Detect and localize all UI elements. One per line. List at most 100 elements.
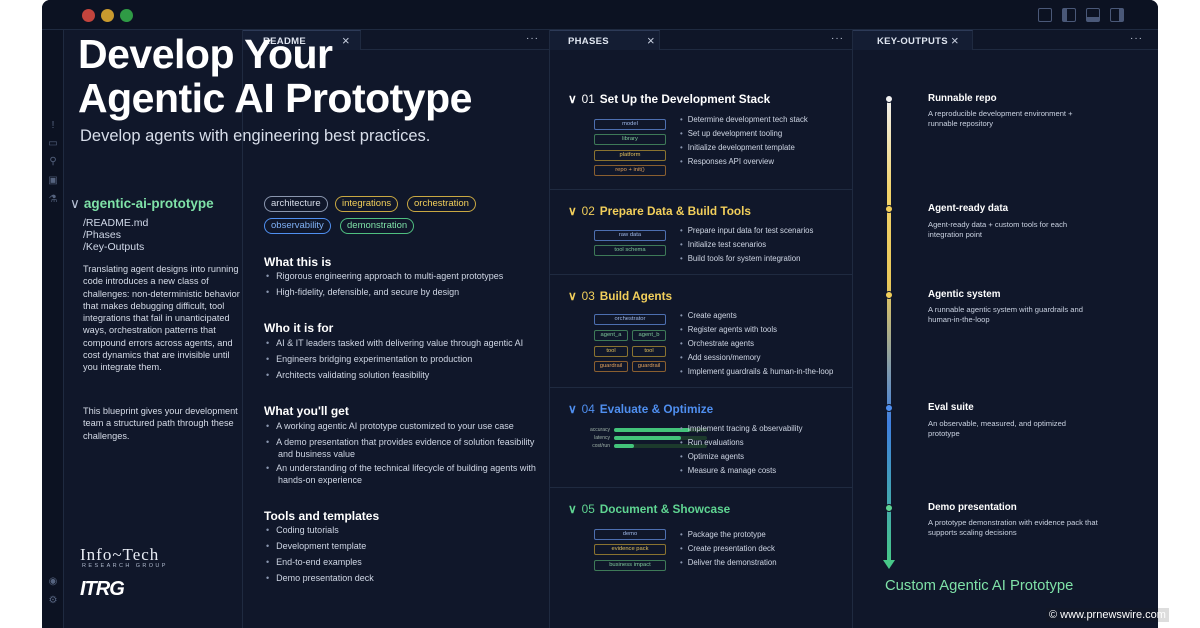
- more-icon[interactable]: ···: [1130, 33, 1143, 44]
- tree-item-outputs[interactable]: /Key-Outputs: [83, 241, 145, 253]
- maximize-window-button[interactable]: [120, 9, 133, 22]
- chevron-down-icon: ∨: [568, 204, 577, 218]
- minimize-window-button[interactable]: [101, 9, 114, 22]
- tab-phases[interactable]: PHASES ×: [550, 30, 660, 50]
- tree-root-folder[interactable]: ∨agentic-ai-prototype: [70, 196, 214, 212]
- tree-item-readme[interactable]: /README.md: [83, 217, 149, 229]
- output-desc: Agent-ready data + custom tools for each…: [928, 220, 1068, 239]
- output-title: Runnable repo: [928, 93, 997, 104]
- diagram-box: demo: [594, 529, 666, 540]
- task-text: Run evaluations: [687, 438, 744, 447]
- phase-num: 04: [581, 402, 595, 416]
- close-icon[interactable]: ×: [647, 33, 655, 48]
- outputs-panel-header: KEY-OUTPUTS × ···: [853, 30, 1158, 50]
- diagram-box: orchestrator: [594, 314, 666, 325]
- task-text: Determine development tech stack: [687, 115, 808, 124]
- phase-num: 02: [581, 204, 595, 218]
- page-title-line2: Agentic AI Prototype: [78, 75, 472, 121]
- user-icon[interactable]: ◉: [48, 576, 58, 587]
- phase-task: •Prepare input data for test scenarios: [680, 226, 814, 235]
- close-window-button[interactable]: [82, 9, 95, 22]
- phase-task: •Initialize development template: [680, 143, 795, 152]
- phase-task: •Deliver the demonstration: [680, 558, 777, 567]
- phase-task: •Implement guardrails & human-in-the-loo…: [680, 367, 834, 376]
- flask-icon[interactable]: ⚗: [48, 194, 58, 205]
- diagram-box: guardrail: [594, 361, 628, 372]
- close-icon[interactable]: ×: [951, 33, 959, 48]
- divider-left: [242, 30, 243, 628]
- gear-icon[interactable]: ⚙: [48, 595, 58, 606]
- timeline-dot: [885, 95, 893, 103]
- diagram-box: raw data: [594, 230, 666, 241]
- search-icon[interactable]: ⚲: [49, 156, 57, 167]
- diagram-box: agent_b: [632, 330, 666, 341]
- info-icon[interactable]: !: [51, 120, 55, 131]
- tree-item-phases[interactable]: /Phases: [83, 229, 121, 241]
- activity-bar: ! ▭ ⚲ ▣ ⚗ ◉ ⚙: [42, 30, 64, 628]
- layout-sidebar-icon[interactable]: [1062, 8, 1076, 22]
- diagram-box: library: [594, 134, 666, 145]
- bullet-text: A working agentic AI prototype customize…: [276, 421, 514, 431]
- chip-demonstration[interactable]: demonstration: [340, 218, 415, 234]
- layout-panel-icon[interactable]: [1086, 8, 1100, 22]
- task-text: Initialize development template: [687, 143, 795, 152]
- close-icon[interactable]: ×: [342, 33, 350, 48]
- phase-task: •Responses API overview: [680, 157, 774, 166]
- more-icon[interactable]: ···: [526, 33, 539, 44]
- diagram-box: platform: [594, 150, 666, 161]
- bullet: •End-to-end examples: [266, 557, 362, 567]
- output-desc: A runnable agentic system with guardrail…: [928, 305, 1083, 324]
- output-title: Demo presentation: [928, 502, 1017, 513]
- chip-orchestration[interactable]: orchestration: [407, 196, 476, 212]
- phase-task: •Optimize agents: [680, 452, 745, 461]
- phase-separator: [550, 387, 852, 388]
- phase-task: •Implement tracing & observability: [680, 424, 803, 433]
- chip-architecture[interactable]: architecture: [264, 196, 328, 212]
- phase-num: 03: [581, 289, 595, 303]
- file-icon[interactable]: ▭: [48, 138, 58, 149]
- phase-task: •Build tools for system integration: [680, 254, 801, 263]
- output-desc: A reproducible development environment +…: [928, 109, 1073, 128]
- phase-task: •Add session/memory: [680, 353, 761, 362]
- phase-task: •Set up development tooling: [680, 129, 783, 138]
- info-tech-logo: Info~Tech: [80, 545, 160, 564]
- readme-panel-header: README × ···: [243, 30, 549, 50]
- task-text: Optimize agents: [687, 452, 745, 461]
- watermark-text: © www.prnewswire.com: [1046, 608, 1169, 622]
- chip-integrations[interactable]: integrations: [335, 196, 399, 212]
- task-text: Package the prototype: [687, 530, 766, 539]
- output-title: Eval suite: [928, 402, 974, 413]
- more-icon[interactable]: ···: [831, 33, 844, 44]
- intro-paragraph: Translating agent designs into running c…: [83, 264, 240, 373]
- title-bar: [42, 0, 1158, 30]
- bullet: •Coding tutorials: [266, 525, 339, 535]
- bullet: •High-fidelity, defensible, and secure b…: [266, 287, 460, 297]
- tab-key-outputs[interactable]: KEY-OUTPUTS ×: [853, 30, 973, 50]
- bullet: •A demo presentation that provides evide…: [266, 437, 535, 459]
- chip-observability[interactable]: observability: [264, 218, 331, 234]
- task-text: Set up development tooling: [687, 129, 783, 138]
- phase-separator: [550, 189, 852, 190]
- tab-readme-label: README: [263, 36, 306, 47]
- layout-grid-icon[interactable]: [1038, 8, 1052, 22]
- section-title-who-it-is-for: Who it is for: [264, 321, 334, 335]
- timeline-line: [887, 98, 891, 562]
- metric-bar-latency: [614, 436, 707, 440]
- task-text: Create agents: [687, 311, 737, 320]
- task-text: Register agents with tools: [687, 325, 778, 334]
- metric-label: cost/run: [592, 443, 610, 449]
- phases-panel-header: PHASES × ···: [550, 30, 852, 50]
- section-title-what-this-is: What this is: [264, 255, 332, 269]
- bullet: •A working agentic AI prototype customiz…: [266, 421, 514, 431]
- info-tech-logo-sub: RESEARCH GROUP: [82, 563, 168, 569]
- bullet: •An understanding of the technical lifec…: [266, 463, 536, 485]
- layout-split-icon[interactable]: [1110, 8, 1124, 22]
- folder-icon[interactable]: ▣: [48, 175, 58, 186]
- tab-readme[interactable]: README ×: [243, 30, 361, 50]
- output-desc: An observable, measured, and optimized p…: [928, 419, 1067, 438]
